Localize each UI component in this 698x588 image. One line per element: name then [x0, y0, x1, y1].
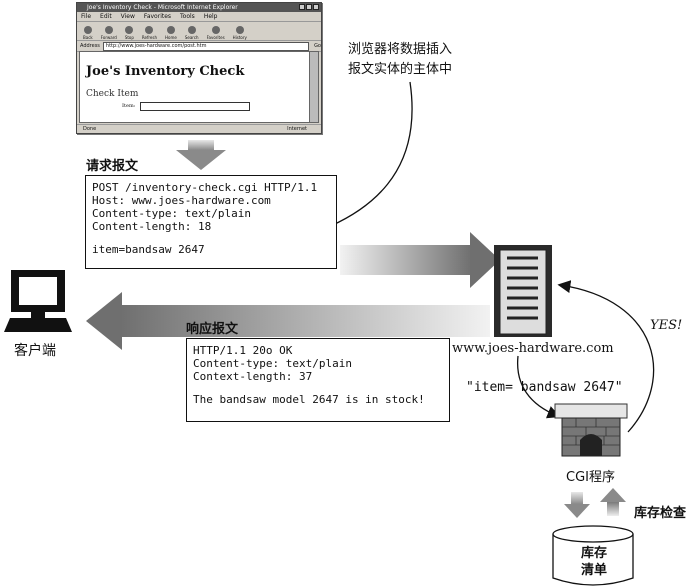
- browser-title-bar: Joe's Inventory Check - Microsoft Intern…: [77, 3, 321, 12]
- response-content-type: Content-type: text/plain: [193, 357, 352, 370]
- request-to-server-arrow: [340, 232, 500, 288]
- minimize-icon[interactable]: [299, 4, 305, 10]
- request-body: item=bandsaw 2647: [92, 243, 205, 256]
- browser-to-request-arrow: [176, 140, 226, 170]
- inventory-check-label: 库存检查: [634, 506, 687, 521]
- history-icon: [235, 26, 244, 34]
- back-button[interactable]: Back: [83, 26, 93, 40]
- cgi-to-server-arrow: [557, 280, 655, 433]
- history-button[interactable]: History: [233, 26, 247, 40]
- response-body: The bandsaw model 2647 is in stock!: [193, 393, 425, 406]
- forward-icon: [104, 26, 113, 34]
- inventory-db-icon: [552, 525, 634, 586]
- favorites-icon: [211, 26, 220, 34]
- back-icon: [83, 26, 92, 34]
- page-heading: Joe's Inventory Check: [86, 64, 245, 79]
- status-done: Done: [83, 126, 97, 132]
- response-label: 响应报文: [186, 322, 239, 337]
- response-status: HTTP/1.1 20o OK: [193, 344, 293, 357]
- cgi-label: CGI程序: [566, 470, 615, 485]
- server-label: www.joes-hardware.com: [452, 341, 614, 356]
- response-content-length: Context-length: 37: [193, 370, 313, 383]
- maximize-icon[interactable]: [306, 4, 312, 10]
- browser-title: Joe's Inventory Check - Microsoft Intern…: [87, 4, 238, 11]
- item-label: Item:: [122, 103, 136, 109]
- address-input[interactable]: http://www.joes-hardware.com/post.htm: [102, 41, 310, 51]
- address-label: Address: [80, 43, 100, 49]
- browser-toolbar: Back Forward Stop Refresh Home Search Fa…: [77, 22, 321, 41]
- page-scrollbar[interactable]: [309, 51, 319, 123]
- client-label: 客户端: [14, 343, 56, 359]
- db-to-cgi-arrow: [600, 488, 626, 516]
- yes-label: YES!: [650, 318, 683, 333]
- home-button[interactable]: Home: [165, 26, 177, 40]
- request-content-length: Content-length: 18: [92, 220, 212, 233]
- item-input[interactable]: [140, 102, 250, 111]
- browser-menu-bar: File Edit View Favorites Tools Help: [77, 12, 321, 22]
- menu-edit[interactable]: Edit: [100, 13, 112, 20]
- menu-favorites[interactable]: Favorites: [143, 13, 172, 20]
- db-label: 库存 清单: [580, 546, 607, 578]
- refresh-button[interactable]: Refresh: [142, 26, 157, 40]
- server-to-cgi-arrow: [516, 355, 561, 419]
- cgi-program-icon: [554, 403, 628, 457]
- stop-button[interactable]: Stop: [125, 26, 134, 40]
- refresh-icon: [145, 26, 154, 34]
- menu-tools[interactable]: Tools: [180, 13, 195, 20]
- go-button[interactable]: Go: [314, 43, 321, 49]
- forward-button[interactable]: Forward: [101, 26, 117, 40]
- request-content-type: Content-type: text/plain: [92, 207, 251, 220]
- stop-icon: [125, 26, 134, 34]
- browser-window: Joe's Inventory Check - Microsoft Intern…: [76, 2, 322, 134]
- home-icon: [166, 26, 175, 34]
- server-icon: [494, 245, 552, 337]
- response-message-box: HTTP/1.1 20o OK Content-type: text/plain…: [186, 338, 450, 422]
- search-button[interactable]: Search: [185, 26, 199, 40]
- status-zone: Internet: [287, 126, 307, 132]
- annotation-text: 浏览器将数据插入 报文实体的主体中: [348, 42, 453, 77]
- request-line: POST /inventory-check.cgi HTTP/1.1: [92, 181, 318, 194]
- response-to-client-arrow: [86, 292, 490, 350]
- close-icon[interactable]: [313, 4, 319, 10]
- menu-help[interactable]: Help: [203, 13, 218, 20]
- status-bar: Done Internet: [77, 124, 321, 133]
- cgi-query-text: "item= bandsaw 2647": [466, 380, 623, 395]
- favorites-button[interactable]: Favorites: [207, 26, 225, 40]
- cgi-to-db-arrow: [564, 492, 590, 518]
- request-message-box: POST /inventory-check.cgi HTTP/1.1 Host:…: [85, 175, 337, 269]
- request-host: Host: www.joes-hardware.com: [92, 194, 271, 207]
- search-icon: [187, 26, 196, 34]
- client-computer-icon: [4, 270, 72, 332]
- page-subheading: Check Item: [86, 89, 139, 99]
- request-label: 请求报文: [86, 159, 139, 174]
- menu-file[interactable]: File: [81, 13, 92, 20]
- menu-view[interactable]: View: [120, 13, 135, 20]
